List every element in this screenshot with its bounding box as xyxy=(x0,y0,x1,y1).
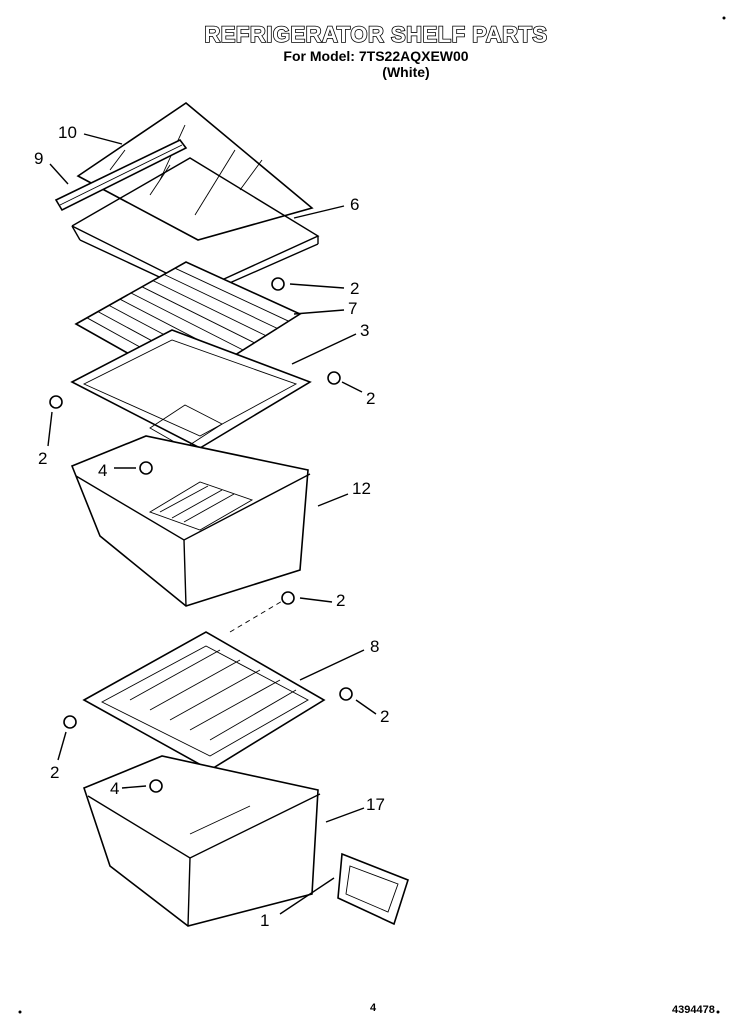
callout-label: 4 xyxy=(98,461,107,480)
callout-label: 2 xyxy=(336,591,345,610)
callout-label: 12 xyxy=(352,479,371,498)
callout-label: 6 xyxy=(350,195,359,214)
fastener-icon xyxy=(49,395,63,409)
grid-wire xyxy=(130,292,244,351)
grid-wire xyxy=(152,280,266,337)
model-line: For Model: 7TS22AQXEW00 xyxy=(283,48,469,64)
lower-crisper-cover xyxy=(82,631,326,771)
callout-label: 17 xyxy=(366,795,385,814)
upper-crisper-drawer xyxy=(70,435,311,607)
callout-label: 8 xyxy=(370,637,379,656)
grid-wire xyxy=(163,273,278,329)
document-number: 4394478 xyxy=(672,1004,715,1016)
fastener-icon xyxy=(271,277,285,291)
page-number: 4 xyxy=(370,1002,377,1014)
callout-labels: 10 9 6 2 7 3 2 2 4 12 2 8 2 2 4 17 1 xyxy=(34,123,389,930)
color-line: (White) xyxy=(382,64,430,80)
grid-wire xyxy=(174,267,289,322)
callout-label: 2 xyxy=(38,449,47,468)
lower-crisper-drawer xyxy=(83,755,321,927)
page-title: REFRIGERATOR SHELF PARTS xyxy=(204,21,548,48)
callout-label: 7 xyxy=(348,299,357,318)
callout-label: 3 xyxy=(360,321,369,340)
title-block: REFRIGERATOR SHELF PARTS For Model: 7TS2… xyxy=(0,21,752,80)
fastener-icon xyxy=(63,715,77,729)
callout-label: 2 xyxy=(380,707,389,726)
fastener-icon xyxy=(339,687,353,701)
grid-wire xyxy=(141,286,255,344)
leader-lines xyxy=(47,133,377,915)
callout-label: 4 xyxy=(110,779,119,798)
fastener-icon xyxy=(327,371,341,385)
callout-label: 10 xyxy=(58,123,77,142)
fastener-icon xyxy=(139,461,153,475)
fastener-icon xyxy=(281,591,295,605)
front-trim xyxy=(54,138,188,212)
crisper-label xyxy=(337,852,409,926)
callout-label: 9 xyxy=(34,149,43,168)
callout-label: 2 xyxy=(50,763,59,782)
fastener-icon xyxy=(149,779,163,793)
callout-label: 2 xyxy=(366,389,375,408)
fastener-icons xyxy=(49,277,353,793)
callout-label: 2 xyxy=(350,279,359,298)
callout-label: 1 xyxy=(260,911,269,930)
crisper-cover xyxy=(70,329,312,449)
